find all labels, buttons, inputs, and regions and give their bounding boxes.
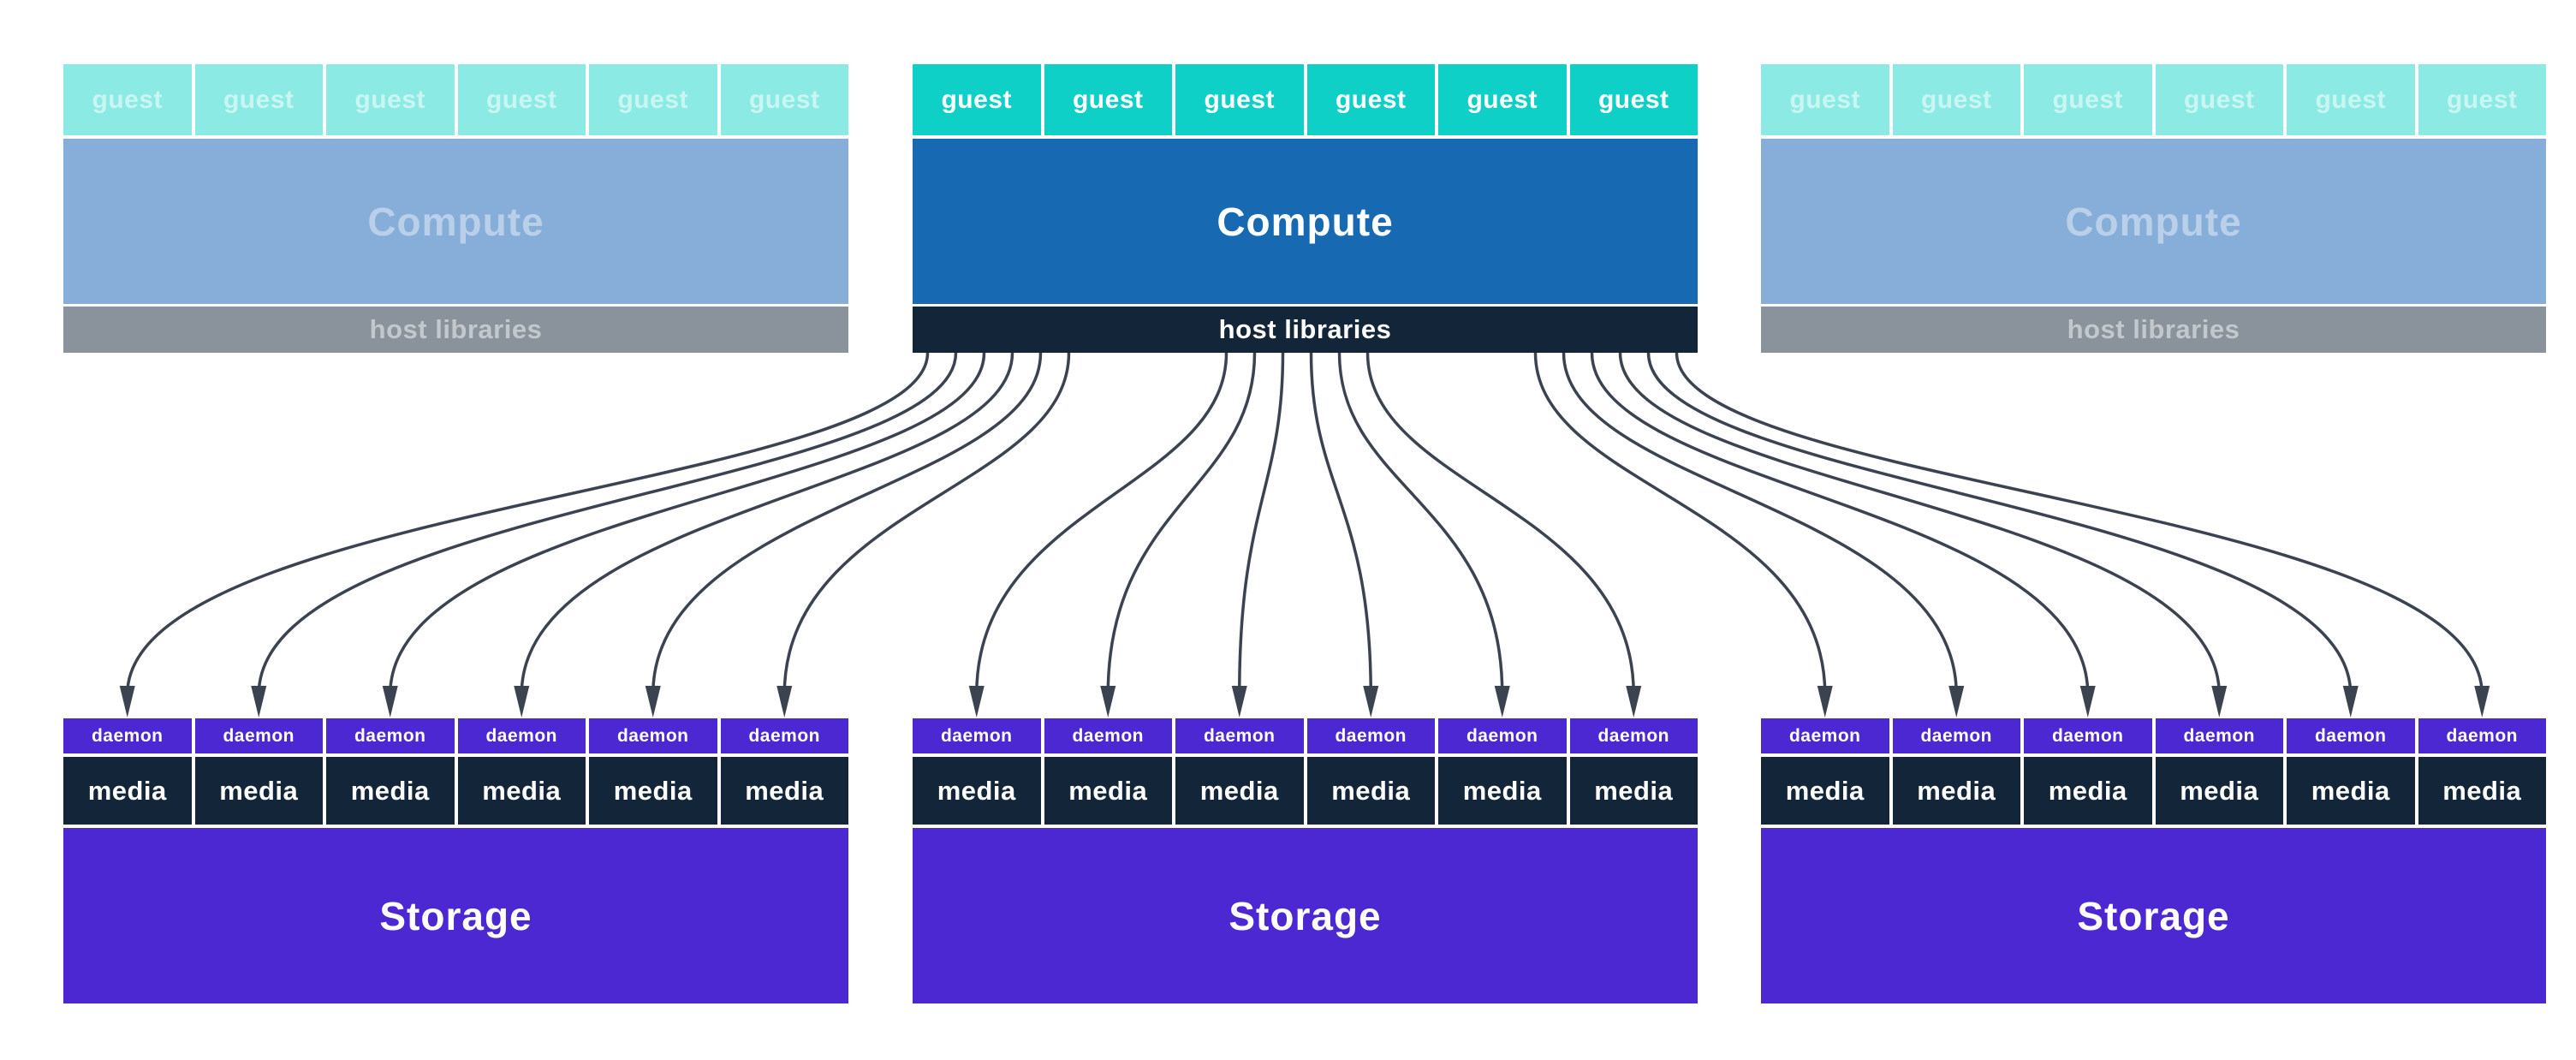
storage-block: Storage bbox=[63, 828, 848, 1003]
daemon-cell: daemon bbox=[63, 718, 192, 753]
daemon-cell: daemon bbox=[2418, 718, 2546, 753]
guest-cell: guest bbox=[1892, 64, 2020, 135]
storage-block: Storage bbox=[913, 828, 1698, 1003]
daemon-cell: daemon bbox=[457, 718, 586, 753]
daemon-cell: daemon bbox=[720, 718, 848, 753]
guest-cell: guest bbox=[589, 64, 717, 135]
guest-cell: guest bbox=[1761, 64, 1889, 135]
media-cell: media bbox=[720, 757, 848, 825]
guest-cell: guest bbox=[2418, 64, 2546, 135]
guest-cell: guest bbox=[2155, 64, 2283, 135]
media-cell: media bbox=[1438, 757, 1567, 825]
media-cell: media bbox=[913, 757, 1041, 825]
compute-block: Compute bbox=[913, 139, 1698, 304]
media-cell: media bbox=[1044, 757, 1172, 825]
guest-cell: guest bbox=[1569, 64, 1698, 135]
daemon-cell: daemon bbox=[1761, 718, 1889, 753]
daemon-cell: daemon bbox=[2287, 718, 2415, 753]
media-cell: media bbox=[1892, 757, 2020, 825]
daemon-cell: daemon bbox=[1438, 718, 1567, 753]
daemon-cell: daemon bbox=[2155, 718, 2283, 753]
daemon-cell: daemon bbox=[1569, 718, 1698, 753]
guest-cell: guest bbox=[913, 64, 1041, 135]
daemon-cell: daemon bbox=[913, 718, 1041, 753]
daemon-cell: daemon bbox=[1892, 718, 2020, 753]
media-cell: media bbox=[457, 757, 586, 825]
daemon-cell: daemon bbox=[1306, 718, 1435, 753]
media-cell: media bbox=[2287, 757, 2415, 825]
guest-cell: guest bbox=[457, 64, 586, 135]
daemon-cell: daemon bbox=[1044, 718, 1172, 753]
guest-cell: guest bbox=[194, 64, 323, 135]
media-cell: media bbox=[589, 757, 717, 825]
host-libraries-bar: host libraries bbox=[913, 307, 1698, 353]
guest-cell: guest bbox=[63, 64, 192, 135]
host-libraries-bar: host libraries bbox=[63, 307, 848, 353]
guest-cell: guest bbox=[1044, 64, 1172, 135]
daemon-cell: daemon bbox=[326, 718, 455, 753]
guest-cell: guest bbox=[326, 64, 455, 135]
media-cell: media bbox=[1569, 757, 1698, 825]
daemon-cell: daemon bbox=[2024, 718, 2152, 753]
media-cell: media bbox=[1175, 757, 1304, 825]
guest-cell: guest bbox=[1306, 64, 1435, 135]
guest-cell: guest bbox=[720, 64, 848, 135]
guest-cell: guest bbox=[1438, 64, 1567, 135]
media-cell: media bbox=[2155, 757, 2283, 825]
host-libraries-bar: host libraries bbox=[1761, 307, 2546, 353]
daemon-cell: daemon bbox=[194, 718, 323, 753]
media-cell: media bbox=[326, 757, 455, 825]
daemon-cell: daemon bbox=[1175, 718, 1304, 753]
media-cell: media bbox=[2418, 757, 2546, 825]
media-cell: media bbox=[2024, 757, 2152, 825]
media-cell: media bbox=[194, 757, 323, 825]
guest-cell: guest bbox=[2024, 64, 2152, 135]
compute-block: Compute bbox=[1761, 139, 2546, 304]
storage-block: Storage bbox=[1761, 828, 2546, 1003]
media-cell: media bbox=[63, 757, 192, 825]
guest-cell: guest bbox=[1175, 64, 1304, 135]
compute-block: Compute bbox=[63, 139, 848, 304]
guest-cell: guest bbox=[2287, 64, 2415, 135]
daemon-cell: daemon bbox=[589, 718, 717, 753]
media-cell: media bbox=[1306, 757, 1435, 825]
media-cell: media bbox=[1761, 757, 1889, 825]
